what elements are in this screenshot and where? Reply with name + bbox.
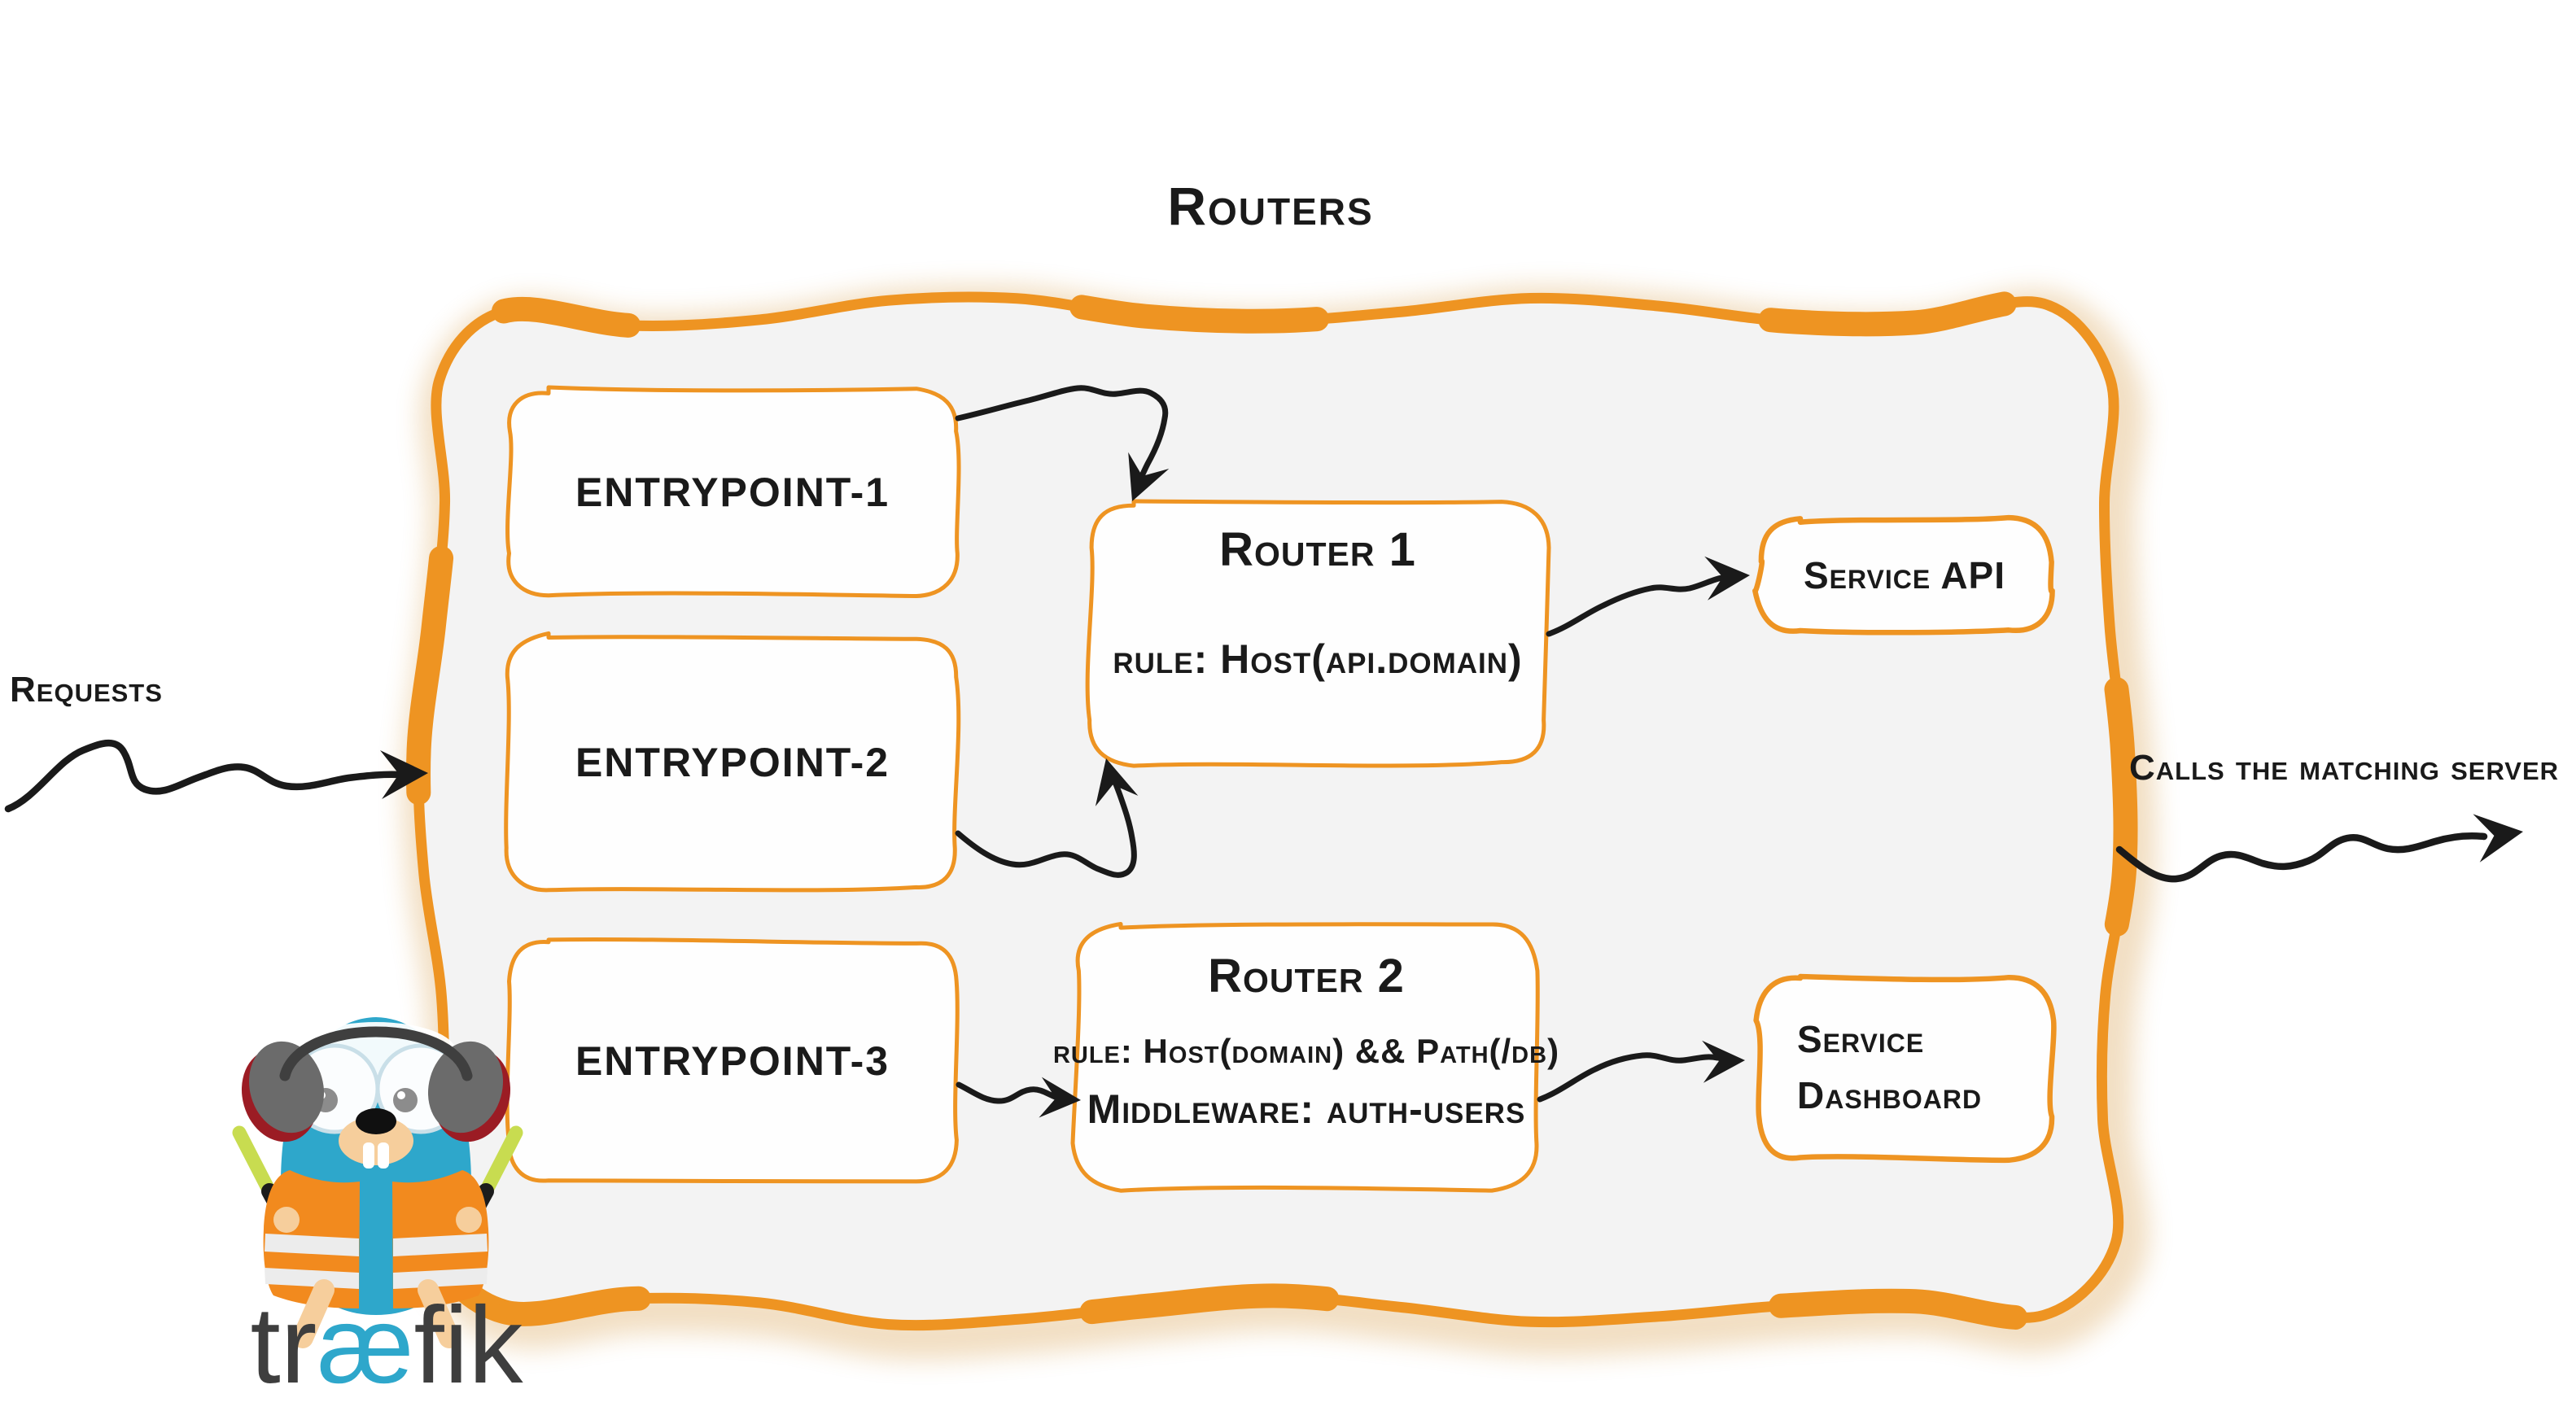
wordmark-ligature: æ — [317, 1284, 414, 1406]
arrow-entrypoint3-to-router2 — [956, 1077, 1081, 1118]
traefik-gopher-logo — [232, 1017, 523, 1348]
gopher-hands-and-feet — [273, 1207, 482, 1348]
arrow-calls-matching-server — [2115, 814, 2523, 883]
wordmark-pre: tr — [250, 1284, 317, 1406]
router-1-title: Router 1 — [1219, 522, 1416, 576]
entrypoint-1-box — [505, 385, 961, 598]
entrypoint-1-label: entrypoint-1 — [575, 470, 890, 515]
service-api-box — [1752, 514, 2055, 636]
router-1-box — [1085, 499, 1551, 768]
arrow-entrypoint2-to-router1 — [955, 758, 1139, 878]
service-dashboard-box — [1753, 973, 2057, 1164]
page-title: Routers — [1167, 176, 1374, 237]
service-dashboard-label: Service Dashboard — [1797, 1018, 1983, 1116]
router-2-box — [1070, 922, 1540, 1193]
gopher-headphones-icon — [241, 1026, 511, 1142]
entrypoint-2-label: entrypoint-2 — [575, 740, 890, 785]
arrow-entrypoint1-to-router1 — [955, 385, 1170, 501]
router-2-middleware: Middleware: auth-users — [1087, 1086, 1526, 1132]
service-api-label: Service API — [1804, 554, 2005, 597]
entrypoint-2-box — [504, 631, 961, 893]
arrow-requests — [4, 740, 428, 813]
arrowhead-icon — [2473, 814, 2523, 863]
arrowhead-icon — [1128, 452, 1170, 501]
arrow-router2-to-service-dashboard — [1537, 1040, 1745, 1103]
router-1-rule: rule: Host(api.domain) — [1113, 636, 1523, 682]
entrypoint-3-box — [505, 937, 960, 1184]
calls-annotation: Calls the matching server — [2129, 748, 2560, 788]
entrypoint-3-label: entrypoint-3 — [575, 1038, 890, 1084]
arrowhead-icon — [1039, 1077, 1081, 1118]
arrowhead-icon — [380, 750, 428, 799]
wordmark-post: fik — [413, 1284, 523, 1406]
arrowhead-icon — [1704, 556, 1750, 601]
arrowhead-icon — [1095, 758, 1139, 806]
router-2-rule: rule: Host(domain) && Path(/db) — [1052, 1031, 1560, 1070]
requests-annotation: Requests — [10, 670, 163, 710]
router-2-title: Router 2 — [1208, 950, 1405, 1003]
arrow-router1-to-service-api — [1546, 556, 1750, 637]
gopher-snout — [339, 1108, 413, 1169]
arrowhead-icon — [1702, 1040, 1745, 1083]
gopher-safety-vest — [263, 1170, 489, 1308]
